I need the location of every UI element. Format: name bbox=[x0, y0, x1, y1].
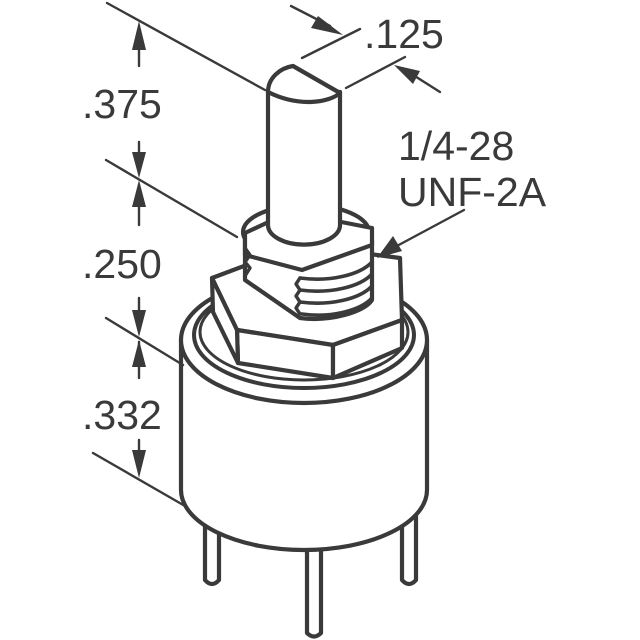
dimension-body-height-label: .332 bbox=[82, 392, 162, 438]
d-shaft bbox=[265, 63, 343, 247]
arrow-down-icon bbox=[132, 152, 146, 178]
arrow-up-icon bbox=[132, 21, 146, 50]
dimension-arrows bbox=[132, 4, 466, 478]
arrow-up-icon bbox=[132, 340, 146, 367]
dimension-bushing-length-label: .250 bbox=[82, 241, 162, 287]
extension-lines bbox=[91, 1, 407, 508]
dimension-shaft-length-label: .375 bbox=[82, 81, 162, 127]
thread-callout-line2: UNF-2A bbox=[398, 169, 547, 215]
pin-center bbox=[304, 537, 324, 639]
arrow-diagonal-icon bbox=[394, 65, 420, 84]
terminal-pins bbox=[202, 507, 419, 639]
leader-arrow-icon bbox=[377, 236, 402, 258]
arrow-diagonal-icon bbox=[311, 16, 343, 35]
arrow-up-icon bbox=[132, 180, 146, 207]
pin-right bbox=[399, 507, 419, 587]
arrow-down-icon bbox=[132, 310, 146, 337]
dimension-shaft-flat-label: .125 bbox=[364, 11, 444, 57]
thread-callout-line1: 1/4-28 bbox=[398, 123, 515, 169]
arrow-down-icon bbox=[132, 450, 146, 478]
